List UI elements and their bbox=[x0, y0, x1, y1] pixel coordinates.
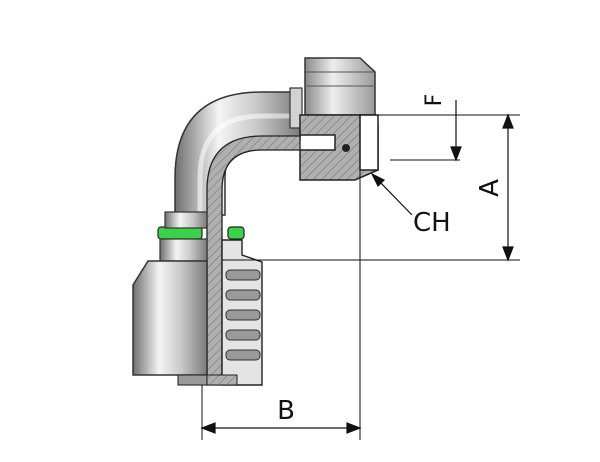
ferrule-section bbox=[206, 239, 263, 386]
hex-nut bbox=[289, 57, 376, 129]
dimension-b-label: B bbox=[277, 396, 295, 426]
dimension-a-label: A bbox=[475, 179, 505, 197]
nut-section bbox=[299, 114, 379, 181]
reference-lines bbox=[201, 114, 520, 440]
dimension-f bbox=[450, 100, 462, 162]
crimp-ferrule bbox=[132, 260, 208, 386]
dimension-f-label: F bbox=[422, 94, 447, 107]
ch-leader bbox=[370, 172, 413, 216]
collar bbox=[159, 211, 208, 262]
dimension-a bbox=[502, 113, 514, 262]
ch-callout-label: CH bbox=[413, 208, 451, 238]
inner-stem bbox=[206, 135, 301, 386]
dimension-b bbox=[200, 422, 362, 434]
o-ring bbox=[157, 226, 245, 240]
